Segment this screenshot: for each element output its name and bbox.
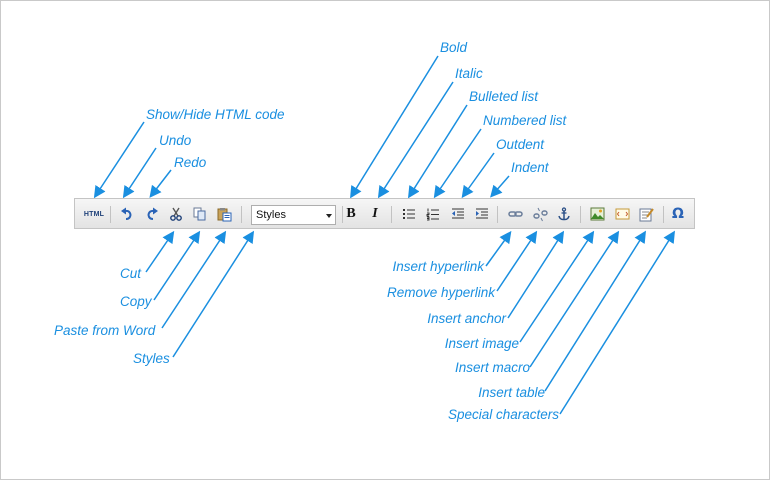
toolbar-separator <box>497 206 498 223</box>
toolbar-separator <box>391 206 392 223</box>
numbered-list-button[interactable] <box>423 204 443 224</box>
label-paste-from-word: Paste from Word <box>54 323 156 338</box>
label-redo: Redo <box>174 155 207 170</box>
insert-macro-button[interactable] <box>612 204 632 224</box>
label-cut: Cut <box>120 266 142 281</box>
paste-from-word-button[interactable] <box>214 204 234 224</box>
scissors-icon <box>170 207 182 221</box>
editor-toolbar: HTML <box>74 198 695 229</box>
html-code-icon: HTML <box>83 210 105 218</box>
arrow-bold <box>350 55 439 199</box>
arrow-bulleted-list <box>407 104 468 199</box>
arrow-italic <box>377 81 454 199</box>
table-icon <box>639 207 654 221</box>
styles-select[interactable]: Styles <box>251 205 336 225</box>
remove-hyperlink-button[interactable] <box>530 204 550 224</box>
toolbar-separator <box>342 206 343 223</box>
label-bulleted-list: Bulleted list <box>469 89 539 104</box>
label-copy: Copy <box>120 294 152 309</box>
html-toggle-button[interactable]: HTML <box>83 204 105 224</box>
insert-image-button[interactable] <box>587 204 607 224</box>
arrow-remove-hyperlink <box>496 230 538 292</box>
bold-button[interactable]: B <box>341 204 361 224</box>
toolbar-separator <box>580 206 581 223</box>
arrow-redo <box>149 169 172 198</box>
label-bold: Bold <box>440 40 468 55</box>
chevron-down-icon <box>326 214 332 218</box>
redo-icon <box>147 207 158 220</box>
arrow-undo <box>122 147 157 199</box>
insert-table-button[interactable] <box>636 204 656 224</box>
label-remove-hyperlink: Remove hyperlink <box>386 285 495 300</box>
arrow-insert-image <box>519 230 595 343</box>
arrow-paste-from-word <box>161 230 227 329</box>
arrow-outdent <box>461 152 495 199</box>
insert-hyperlink-button[interactable] <box>505 204 525 224</box>
arrow-styles <box>172 230 255 358</box>
arrow-special-characters <box>559 230 675 415</box>
copy-icon <box>193 207 206 221</box>
arrow-copy <box>153 230 201 301</box>
label-insert-anchor: Insert anchor <box>427 311 506 326</box>
undo-icon <box>121 207 132 220</box>
numbered-list-icon <box>426 208 439 221</box>
arrow-cut <box>145 230 175 273</box>
indent-button[interactable] <box>472 204 492 224</box>
anchor-icon <box>558 207 570 221</box>
label-outdent: Outdent <box>496 137 545 152</box>
label-italic: Italic <box>455 66 483 81</box>
toolbar-separator <box>241 206 242 223</box>
label-insert-macro: Insert macro <box>454 360 530 375</box>
italic-icon: I <box>372 206 378 221</box>
special-characters-button[interactable]: Ω <box>668 204 688 224</box>
arrow-insert-table <box>544 230 646 392</box>
insert-anchor-button[interactable] <box>554 204 574 224</box>
label-show-hide-html: Show/Hide HTML code <box>146 107 285 122</box>
arrow-insert-macro <box>529 230 620 368</box>
arrow-insert-hyperlink <box>485 230 512 267</box>
arrow-insert-anchor <box>507 230 565 319</box>
unlink-icon <box>532 207 548 221</box>
indent-icon <box>476 208 488 219</box>
redo-button[interactable] <box>142 204 162 224</box>
styles-select-value: Styles <box>256 209 286 221</box>
bold-icon: B <box>346 206 356 221</box>
toolbar-separator <box>663 206 664 223</box>
outdent-icon <box>452 208 464 219</box>
toolbar-separator <box>110 206 111 223</box>
italic-button[interactable]: I <box>365 204 385 224</box>
link-icon <box>507 211 523 217</box>
label-insert-table: Insert table <box>478 385 545 400</box>
label-styles: Styles <box>133 351 170 366</box>
undo-button[interactable] <box>117 204 137 224</box>
outdent-button[interactable] <box>448 204 468 224</box>
macro-icon <box>615 208 629 220</box>
arrow-show-hide-html <box>93 121 145 199</box>
image-icon <box>590 207 604 221</box>
paste-word-icon <box>217 207 231 221</box>
label-numbered-list: Numbered list <box>483 113 567 128</box>
label-undo: Undo <box>159 133 192 148</box>
omega-icon: Ω <box>672 206 684 222</box>
bulleted-list-button[interactable] <box>399 204 419 224</box>
label-special-characters: Special characters <box>447 407 559 422</box>
bulleted-list-icon <box>403 209 415 219</box>
arrow-indent <box>490 175 510 198</box>
label-insert-image: Insert image <box>444 336 519 351</box>
label-indent: Indent <box>511 160 549 175</box>
copy-button[interactable] <box>190 204 210 224</box>
cut-button[interactable] <box>166 204 186 224</box>
label-insert-hyperlink: Insert hyperlink <box>392 259 484 274</box>
arrow-numbered-list <box>433 128 482 199</box>
